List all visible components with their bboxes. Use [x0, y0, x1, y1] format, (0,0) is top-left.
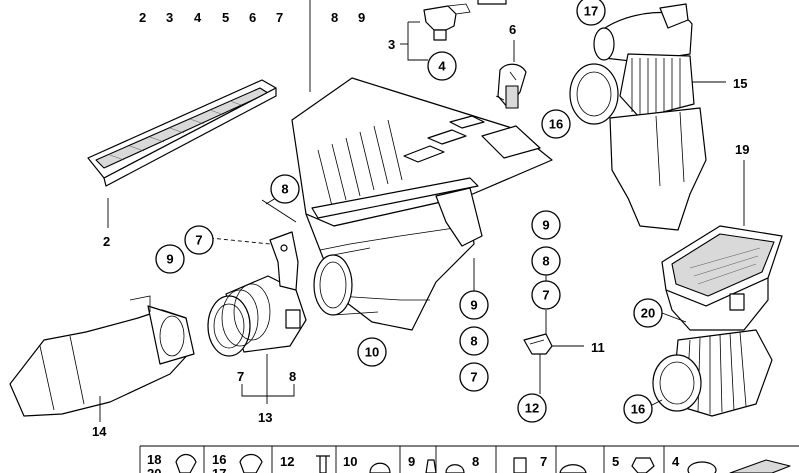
top-number-5: 5 — [222, 10, 229, 25]
callout-8-b: 8 — [531, 246, 561, 276]
svg-text:8: 8 — [470, 334, 477, 349]
callout-10: 10 — [357, 337, 387, 367]
label-6: 6 — [509, 22, 516, 37]
callout-20: 20 — [633, 298, 663, 328]
strip-screw-icon — [316, 455, 330, 473]
callout-12: 12 — [517, 393, 547, 423]
strip-number-8: 8 — [472, 454, 479, 469]
strip-oring-icon — [687, 461, 717, 473]
svg-text:20: 20 — [641, 306, 655, 321]
intake-duct-upper — [569, 3, 707, 231]
leader-13-bracket — [241, 384, 295, 397]
svg-text:7: 7 — [195, 233, 202, 248]
air-filter-element — [87, 79, 277, 187]
strip-number-18: 18 — [147, 452, 161, 467]
strip-number-20: 20 — [147, 466, 161, 473]
sensor-part-3 — [423, 3, 471, 41]
top-number-4: 4 — [194, 10, 202, 25]
strip-number-5: 5 — [612, 454, 619, 469]
callout-4: 4 — [427, 51, 457, 81]
strip-hose-clamp-icon — [175, 453, 197, 473]
top-cropped-box — [477, 0, 507, 5]
label-8-meter: 8 — [289, 369, 296, 384]
label-13: 13 — [258, 410, 272, 425]
leader-7-meter — [209, 237, 271, 245]
leader-16-b — [651, 399, 663, 406]
svg-text:12: 12 — [525, 401, 539, 416]
top-number-9: 9 — [358, 10, 365, 25]
strip-clip-icon — [631, 457, 655, 473]
svg-text:9: 9 — [166, 252, 173, 267]
strip-bolt-icon — [425, 459, 437, 473]
clip-part-11 — [523, 333, 553, 355]
connector-part-6 — [495, 63, 527, 109]
intake-silencer-housing — [291, 77, 553, 331]
label-14: 14 — [92, 424, 107, 439]
callout-9-a: 9 — [155, 244, 185, 274]
strip-number-7: 7 — [540, 454, 547, 469]
strip-number-10: 10 — [343, 454, 357, 469]
leader-3 — [407, 22, 428, 61]
top-number-2: 2 — [139, 10, 146, 25]
svg-text:17: 17 — [584, 4, 598, 19]
bottom-parts-strip: 18 20 16 17 12 10 9 8 7 5 4 — [139, 445, 799, 473]
strip-sleeve-icon — [513, 457, 527, 473]
strip-nut-icon — [445, 464, 465, 473]
strip-number-16: 16 — [212, 452, 226, 467]
label-7-meter: 7 — [237, 369, 244, 384]
callout-17-top: 17 — [576, 0, 606, 26]
callout-16-b: 16 — [623, 394, 653, 424]
label-2: 2 — [103, 234, 110, 249]
svg-text:9: 9 — [470, 298, 477, 313]
strip-number-4: 4 — [672, 454, 680, 469]
top-number-8: 8 — [331, 10, 338, 25]
svg-text:7: 7 — [542, 288, 549, 303]
label-19: 19 — [735, 142, 749, 157]
callout-7-b: 7 — [531, 280, 561, 310]
svg-text:7: 7 — [470, 370, 477, 385]
leader-8-meter — [261, 199, 297, 223]
strip-washer-icon — [559, 464, 587, 473]
svg-text:4: 4 — [438, 59, 446, 74]
strip-number-17: 17 — [212, 466, 226, 473]
bellows-duct-lower — [652, 329, 773, 417]
svg-text:16: 16 — [631, 402, 645, 417]
strip-clamp-icon — [239, 453, 263, 473]
top-number-7: 7 — [276, 10, 283, 25]
callout-8-c: 8 — [459, 326, 489, 356]
label-11: 11 — [591, 340, 605, 355]
strip-number-9: 9 — [408, 454, 415, 469]
svg-text:10: 10 — [365, 345, 379, 360]
callout-16-a: 16 — [541, 109, 571, 139]
leader-20 — [661, 312, 687, 323]
svg-text:8: 8 — [281, 182, 288, 197]
top-number-6: 6 — [249, 10, 256, 25]
callout-7-c: 7 — [459, 362, 489, 392]
callout-8-a: 8 — [270, 174, 300, 204]
top-number-3: 3 — [166, 10, 173, 25]
strip-number-12: 12 — [280, 454, 294, 469]
air-flow-meter — [207, 231, 307, 357]
callout-9-c: 9 — [459, 290, 489, 320]
resonator-box — [661, 225, 783, 331]
svg-text:16: 16 — [549, 117, 563, 132]
svg-text:8: 8 — [542, 254, 549, 269]
label-15: 15 — [733, 76, 747, 91]
strip-grommet-icon — [369, 462, 391, 473]
callout-9-b: 9 — [531, 210, 561, 240]
intake-snorkel — [9, 295, 195, 417]
svg-text:9: 9 — [542, 218, 549, 233]
top-number-row: 2 3 4 5 6 7 8 9 — [139, 0, 507, 92]
label-3: 3 — [388, 37, 395, 52]
callout-7-a: 7 — [184, 225, 214, 255]
strip-pad-icon — [729, 459, 791, 473]
